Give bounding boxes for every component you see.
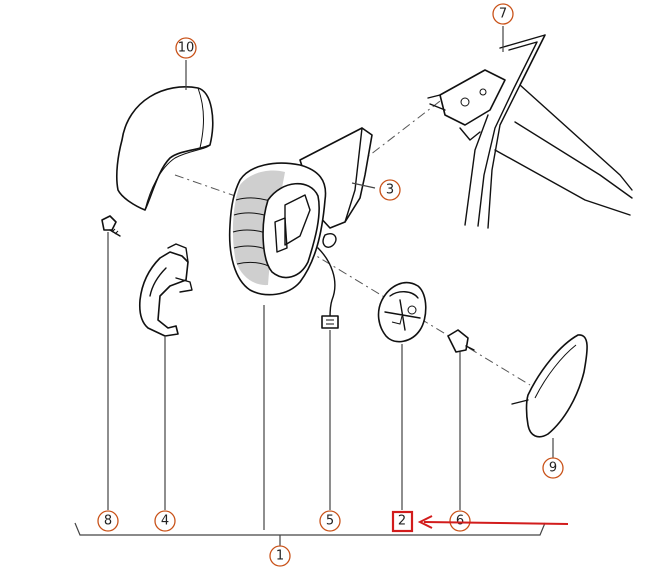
callout-8: 8 xyxy=(97,510,119,532)
callout-4: 4 xyxy=(154,510,176,532)
callout-10: 10 xyxy=(175,37,197,59)
callout-1: 1 xyxy=(269,545,291,567)
callout-9: 9 xyxy=(542,457,564,479)
mirror-housing-part xyxy=(228,162,339,329)
door-frame-part xyxy=(427,34,633,229)
svg-text:4: 4 xyxy=(161,514,169,529)
svg-text:10: 10 xyxy=(178,41,195,56)
callout-2-highlighted: 2 xyxy=(391,510,414,533)
callout-5: 5 xyxy=(319,510,341,532)
callout-7: 7 xyxy=(492,3,514,25)
leader-lines xyxy=(74,26,554,548)
bracket-part xyxy=(138,243,193,337)
highlight-arrow xyxy=(417,515,569,529)
mirror-cap-part xyxy=(115,86,214,211)
svg-text:9: 9 xyxy=(549,461,557,476)
svg-text:2: 2 xyxy=(398,514,406,529)
svg-text:6: 6 xyxy=(456,514,464,529)
callout-3: 3 xyxy=(379,179,401,201)
svg-text:7: 7 xyxy=(499,7,507,22)
clip-part xyxy=(447,329,475,353)
actuator-part xyxy=(377,281,427,343)
callout-6: 6 xyxy=(449,510,471,532)
mirror-glass-part xyxy=(511,334,588,438)
screw-part xyxy=(101,215,121,237)
svg-text:5: 5 xyxy=(326,514,334,529)
svg-text:3: 3 xyxy=(386,183,394,198)
svg-text:1: 1 xyxy=(276,549,284,564)
assembly-axes xyxy=(174,77,531,386)
svg-text:8: 8 xyxy=(104,514,112,529)
